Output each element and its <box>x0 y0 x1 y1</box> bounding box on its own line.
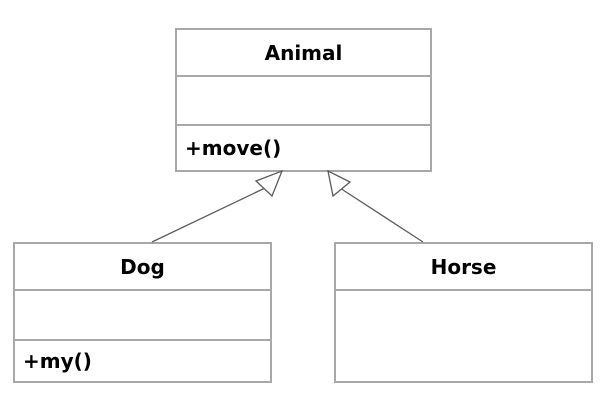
hollow-triangle-arrowhead-horse <box>327 169 352 198</box>
hollow-triangle-arrowhead-dog <box>254 169 284 198</box>
class-box-dog[interactable]: Dog +my() <box>13 242 272 383</box>
operations-compartment-dog: +my() <box>15 339 270 381</box>
body-compartment-horse <box>336 289 591 381</box>
generalization-arrow-dog-animal[interactable] <box>151 169 284 243</box>
generalization-line-horse <box>341 188 424 243</box>
class-box-horse[interactable]: Horse <box>334 242 593 383</box>
class-box-animal[interactable]: Animal +move() <box>175 28 432 172</box>
generalization-line-dog <box>151 187 265 243</box>
operation-label-my: +my() <box>23 349 92 373</box>
operation-label-move: +move() <box>185 136 282 160</box>
class-name-horse: Horse <box>430 254 497 279</box>
attributes-compartment-dog <box>15 289 270 339</box>
class-name-animal: Animal <box>264 40 343 65</box>
generalization-arrow-horse-animal[interactable] <box>327 169 424 243</box>
class-name-dog: Dog <box>120 254 165 279</box>
operations-compartment-animal: +move() <box>177 124 430 170</box>
attributes-compartment-animal <box>177 75 430 124</box>
